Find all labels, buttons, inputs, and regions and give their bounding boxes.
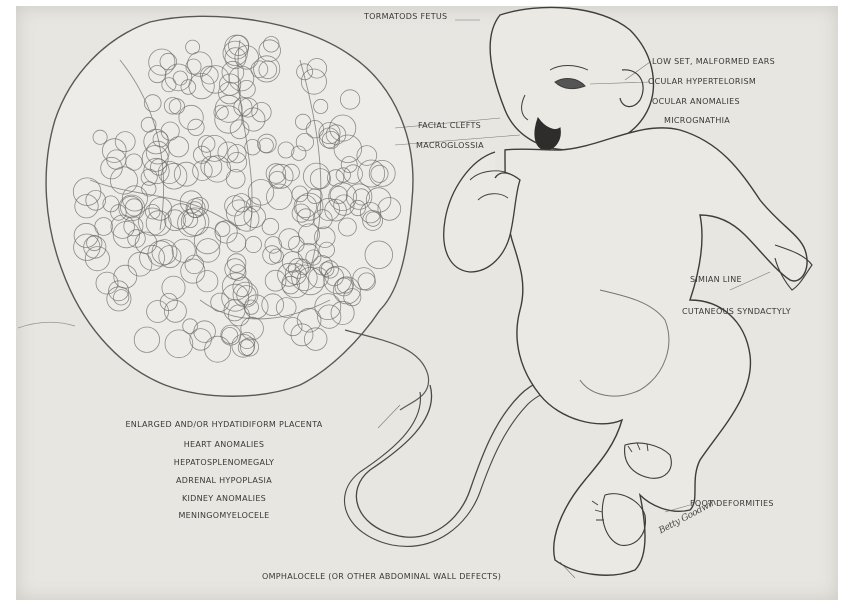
label-heart-anomalies: HEART ANOMALIES [184, 440, 265, 449]
label-macroglossia: MACROGLOSSIA [416, 141, 484, 150]
label-ocular-anomalies: OCULAR ANOMALIES [652, 97, 740, 106]
label-placenta: ENLARGED AND/OR HYDATIDIFORM PLACENTA [125, 420, 322, 429]
label-meningomyelocele: MENINGOMYELOCELE [178, 511, 269, 520]
fetus-body [505, 128, 807, 575]
label-cutaneous-syndactyly: CUTANEOUS SYNDACTYLY [682, 307, 791, 316]
label-omphalocele: OMPHALOCELE (OR OTHER ABDOMINAL WALL DEF… [262, 572, 501, 581]
label-hypertelorism: OCULAR HYPERTELORISM [648, 77, 756, 86]
placenta-outline [46, 16, 413, 396]
label-facial-clefts: FACIAL CLEFTS [418, 121, 481, 130]
label-micrognathia: MICROGNATHIA [664, 116, 730, 125]
label-kidney-anomalies: KIDNEY ANOMALIES [182, 494, 266, 503]
label-ears: LOW SET, MALFORMED EARS [652, 57, 775, 66]
label-simian-line: SIMIAN LINE [690, 275, 742, 284]
label-fetus: TORMATODS FETUS [364, 12, 447, 21]
label-adrenal-hypoplasia: ADRENAL HYPOPLASIA [176, 476, 272, 485]
label-hepatosplenomegaly: HEPATOSPLENOMEGALY [174, 458, 274, 467]
